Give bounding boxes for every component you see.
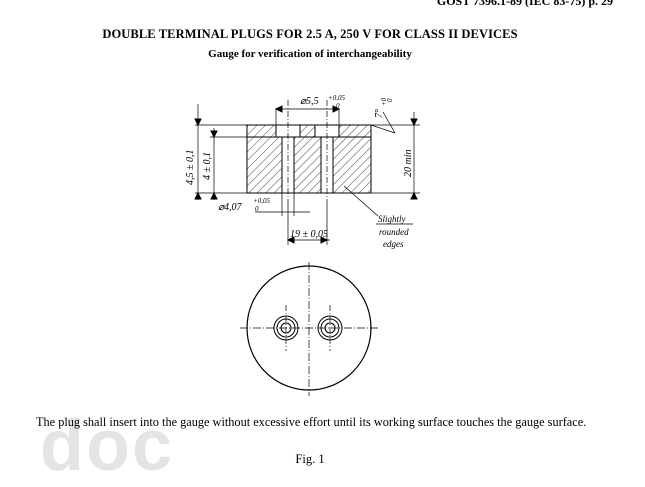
dim-angle-tol2: 0	[386, 98, 394, 102]
dim-angle-tol: +0	[380, 97, 388, 106]
body-paragraph: The plug shall insert into the gauge wit…	[36, 415, 587, 429]
dim-pitch: 19 ± 0,05	[290, 229, 328, 240]
figure-caption: Fig. 1	[295, 452, 325, 466]
dim-depth-min: 20 min	[403, 150, 414, 178]
dim-hole-diameter: ⌀5,5	[300, 96, 319, 107]
dim-pin-diameter-tol2: 0	[255, 205, 259, 213]
dim-pin-diameter: ⌀4,07	[218, 202, 243, 213]
dim-hole-diameter-tol2: 0	[336, 102, 340, 110]
dim-height-outer: 4,5 ± 0,1	[185, 150, 196, 186]
note-line-1: Slightly	[378, 214, 406, 224]
dim-angle: 7°	[374, 109, 385, 118]
dim-height-inner: 4 ± 0,1	[202, 152, 213, 180]
section-view	[194, 100, 420, 245]
dim-pin-diameter-tol: +0,05	[253, 197, 270, 205]
page-title: DOUBLE TERMINAL PLUGS FOR 2.5 A, 250 V F…	[102, 27, 518, 41]
page-header-reference: GOST 7396.1-89 (IEC 83-75) p. 29	[436, 0, 613, 8]
page-subtitle: Gauge for verification of interchangeabi…	[208, 48, 412, 60]
hole-left	[273, 315, 299, 341]
note-line-3: edges	[383, 239, 404, 249]
dim-hole-diameter-tol: +0,05	[328, 94, 345, 102]
plan-view	[240, 262, 378, 396]
hole-right	[317, 315, 343, 341]
technical-drawing: ⌀5,5 +0,05 0 7° +0 0 4,5 ± 0,1 4 ± 0,1 2…	[185, 94, 420, 396]
note-line-2: rounded	[379, 227, 409, 237]
